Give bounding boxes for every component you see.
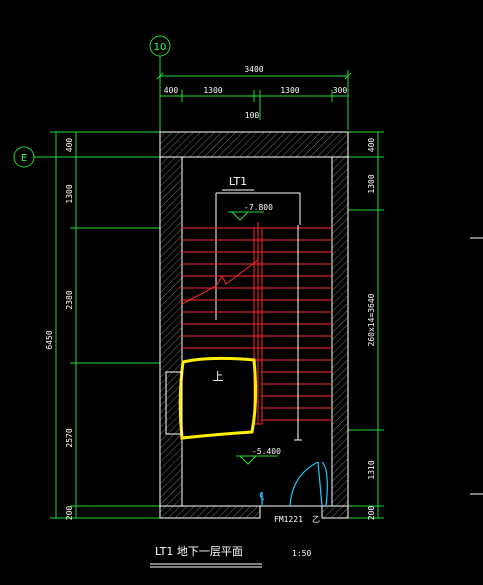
dim-top-5: 100	[245, 111, 260, 120]
level-upper: -7.800	[244, 203, 273, 212]
top-dimensions: 3400 400 1300 1300 300 100	[156, 65, 352, 130]
dim-left-1: 400	[65, 138, 74, 153]
walking-line	[294, 225, 302, 441]
left-dimensions: 6450 400 1300 2380 2570 200	[45, 131, 160, 521]
dim-top-2: 1300	[203, 86, 222, 95]
right-dimensions: 400 1300 260x14=3640 1310 200	[348, 131, 384, 521]
title-scale: 1:50	[292, 549, 311, 558]
dim-left-4: 2570	[65, 428, 74, 447]
dim-right-3: 260x14=3640	[367, 293, 376, 346]
dim-top-overall: 3400	[244, 65, 263, 74]
dim-right-4: 1310	[367, 460, 376, 479]
stair-name-label: LT1	[229, 175, 247, 188]
lower-level-group: -5.400	[236, 447, 281, 465]
dim-top-4: 300	[333, 86, 348, 95]
door-code: FM1221	[274, 515, 303, 524]
drawing-title: LT1 地下一层平面 1:50	[150, 545, 311, 568]
dim-right-1: 400	[367, 138, 376, 153]
level-lower: -5.400	[252, 447, 281, 456]
stair-label-group: LT1 -7.800	[215, 175, 301, 320]
dim-left-overall: 6450	[45, 330, 54, 349]
axis-label-top: 10	[154, 42, 167, 53]
up-mark: 上	[213, 370, 224, 383]
dim-top-3: 1300	[280, 86, 299, 95]
dim-right-2: 1300	[367, 174, 376, 193]
dim-right-5: 200	[367, 506, 376, 521]
dim-left-2: 1300	[65, 184, 74, 203]
dim-top-1: 400	[164, 86, 179, 95]
title-text: LT1 地下一层平面	[155, 545, 243, 558]
stair-treads	[181, 222, 332, 425]
axis-label-left: E	[21, 153, 27, 164]
dim-left-3: 2380	[65, 290, 74, 309]
door-tag: 乙	[312, 515, 320, 524]
dim-left-5: 200	[65, 506, 74, 521]
highlighted-landing: 上	[165, 356, 258, 440]
door-fm1221: FM1221 乙	[259, 461, 328, 524]
